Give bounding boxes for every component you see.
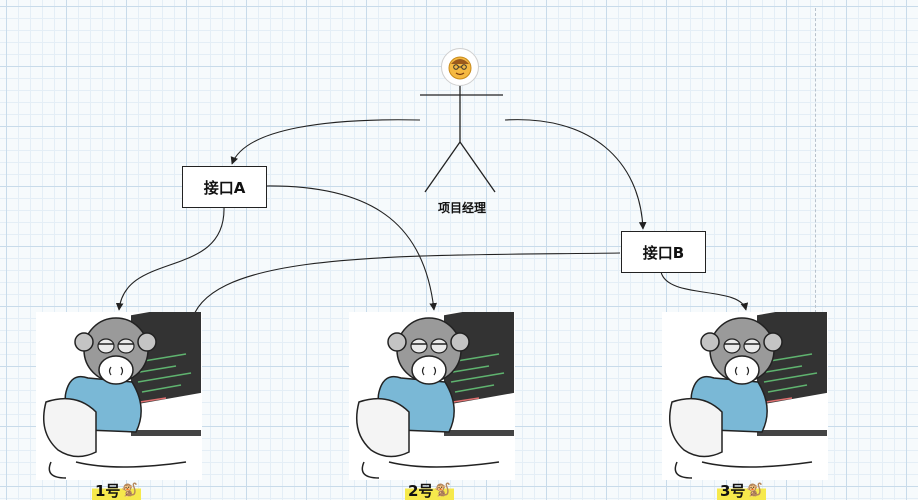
developer-1-label: 1号🐒 [92,482,141,500]
developer-2-label: 2号🐒 [405,482,454,500]
developer-3-number: 3号 [720,482,746,500]
developer-1-image[interactable] [36,312,202,480]
manager-label: 项目经理 [437,201,486,215]
developer-2-image[interactable] [349,312,515,480]
connector-interface-a-to-dev-1[interactable] [115,206,225,311]
manager-stick-figure[interactable] [420,86,503,193]
developer-3-image[interactable] [662,312,828,480]
person-face-icon [441,48,479,86]
connector-interface-b-to-dev-1[interactable] [188,252,621,325]
monkey-icon: 🐒 [746,483,763,498]
monkey-icon: 🐒 [434,483,451,498]
developer-1-number: 1号 [95,482,121,500]
connector-manager-to-interface-a[interactable] [230,119,421,165]
monkey-programmer-illustration [43,312,201,479]
connector-interface-b-to-dev-3[interactable] [660,271,749,311]
interface-b-node[interactable]: 接口B [621,231,706,273]
monkey-icon: 🐒 [121,483,138,498]
page-boundary-line [815,8,816,318]
monkey-programmer-illustration [356,312,514,479]
developer-3-label: 3号🐒 [717,482,766,500]
interface-a-node[interactable]: 接口A [182,166,267,208]
connector-manager-to-interface-b[interactable] [504,119,647,230]
connector-interface-a-to-dev-2[interactable] [265,185,438,311]
developer-2-number: 2号 [408,482,434,500]
monkey-programmer-illustration [669,312,827,479]
